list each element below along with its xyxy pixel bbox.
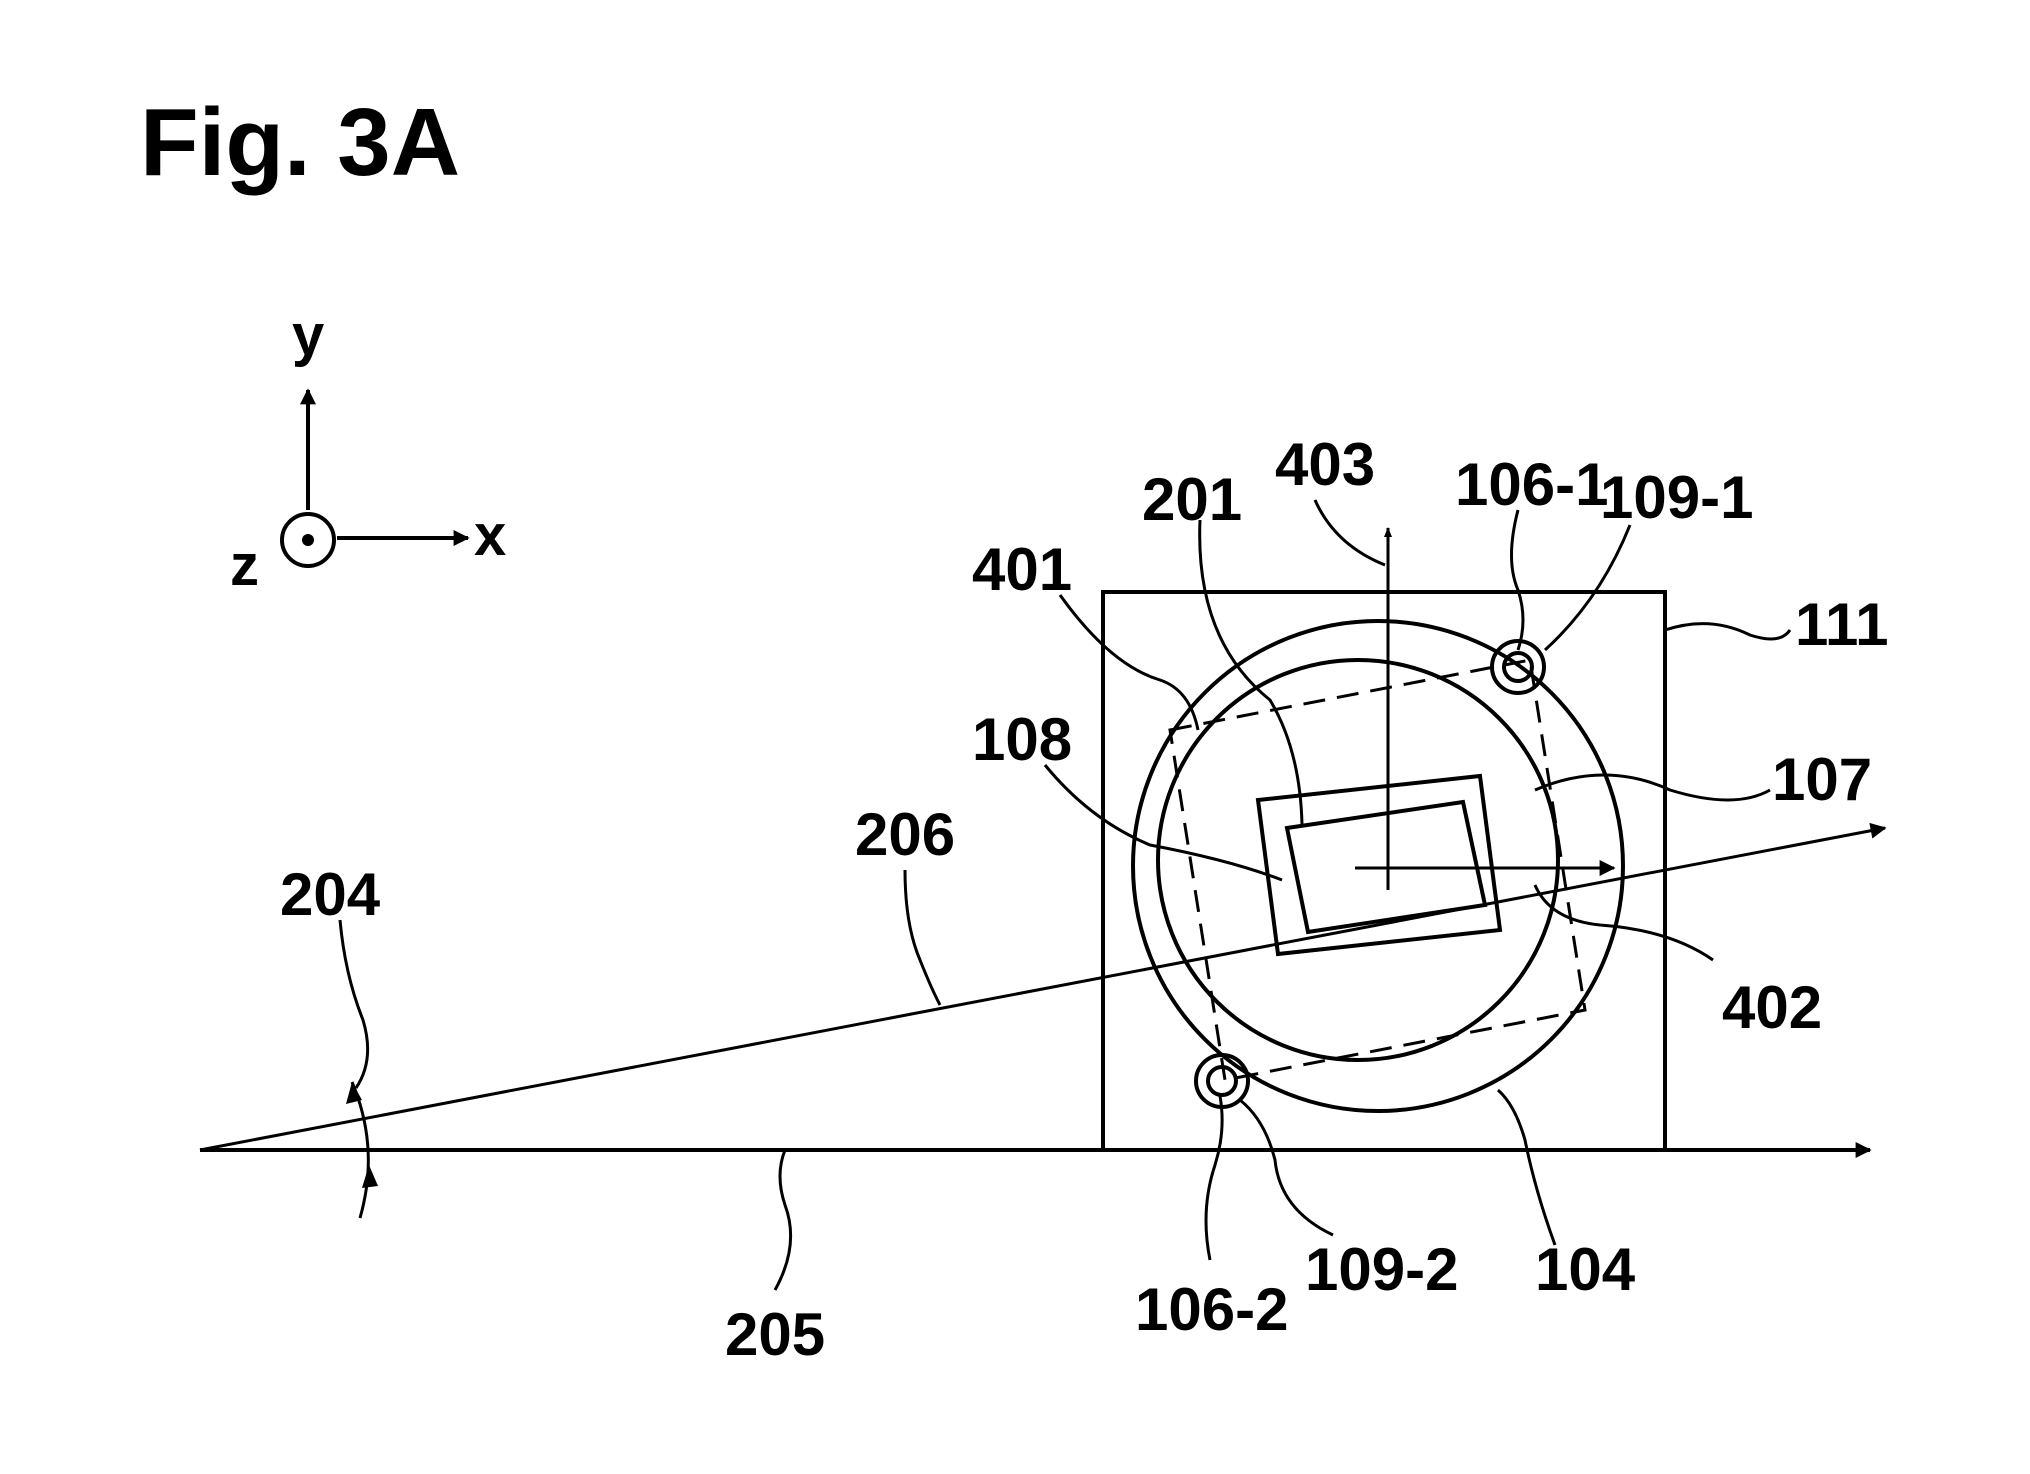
inner-circle-107 (1156, 658, 1560, 1062)
label-205: 205 (725, 1301, 825, 1368)
label-111: 111 (1795, 591, 1889, 658)
square-111 (1101, 590, 1667, 1152)
label-104: 104 (1535, 1236, 1636, 1303)
leader-106-1 (1510, 509, 1525, 651)
y-axis-label: y (292, 303, 324, 368)
leader-109-2 (1239, 1098, 1334, 1237)
angle-arc-arrowhead-bottom (362, 1165, 378, 1188)
label-204: 204 (280, 861, 381, 928)
label-107: 107 (1772, 746, 1872, 813)
leader-206 (903, 869, 942, 1006)
figure-title: Fig. 3A (140, 89, 460, 196)
dashed-square-401 (1168, 658, 1587, 1082)
label-106-2: 106-2 (1135, 1276, 1288, 1343)
label-109-1: 109-1 (1600, 464, 1753, 531)
label-402: 402 (1722, 974, 1822, 1041)
angle-arc-arrowhead-top (346, 1082, 362, 1104)
label-108: 108 (972, 706, 1072, 773)
outer-circle-104 (1131, 619, 1625, 1113)
ring-109-1 (1490, 639, 1546, 695)
coordinate-system: y x z (230, 303, 506, 598)
leader-lines (338, 499, 1792, 1291)
label-109-2: 109-2 (1305, 1236, 1458, 1303)
leader-108 (1043, 764, 1283, 882)
label-401: 401 (972, 536, 1072, 603)
leader-106-2 (1204, 1095, 1224, 1261)
leader-111 (1664, 622, 1792, 641)
hole-106-2 (1206, 1065, 1238, 1097)
leader-401 (1058, 594, 1200, 731)
leader-104 (1496, 1088, 1557, 1246)
direction-line-206 (199, 822, 1887, 1152)
hole-106-1 (1502, 651, 1534, 683)
rectangle-201 (1284, 799, 1488, 935)
leader-205 (773, 1149, 793, 1291)
label-201: 201 (1142, 466, 1242, 533)
z-axis-dot (302, 534, 314, 546)
z-axis-label: z (230, 533, 259, 598)
z-axis-symbol (280, 512, 336, 568)
leader-107 (1534, 773, 1771, 802)
label-206: 206 (855, 801, 955, 868)
label-106-1: 106-1 (1455, 451, 1608, 518)
x-axis-label: x (474, 503, 506, 568)
leader-109-1 (1543, 524, 1632, 652)
leader-402 (1533, 884, 1714, 962)
leader-204 (338, 919, 370, 1089)
rectangle-108 (1255, 773, 1503, 957)
label-403: 403 (1275, 431, 1375, 498)
leader-403 (1313, 499, 1386, 567)
leader-201 (1198, 519, 1304, 825)
